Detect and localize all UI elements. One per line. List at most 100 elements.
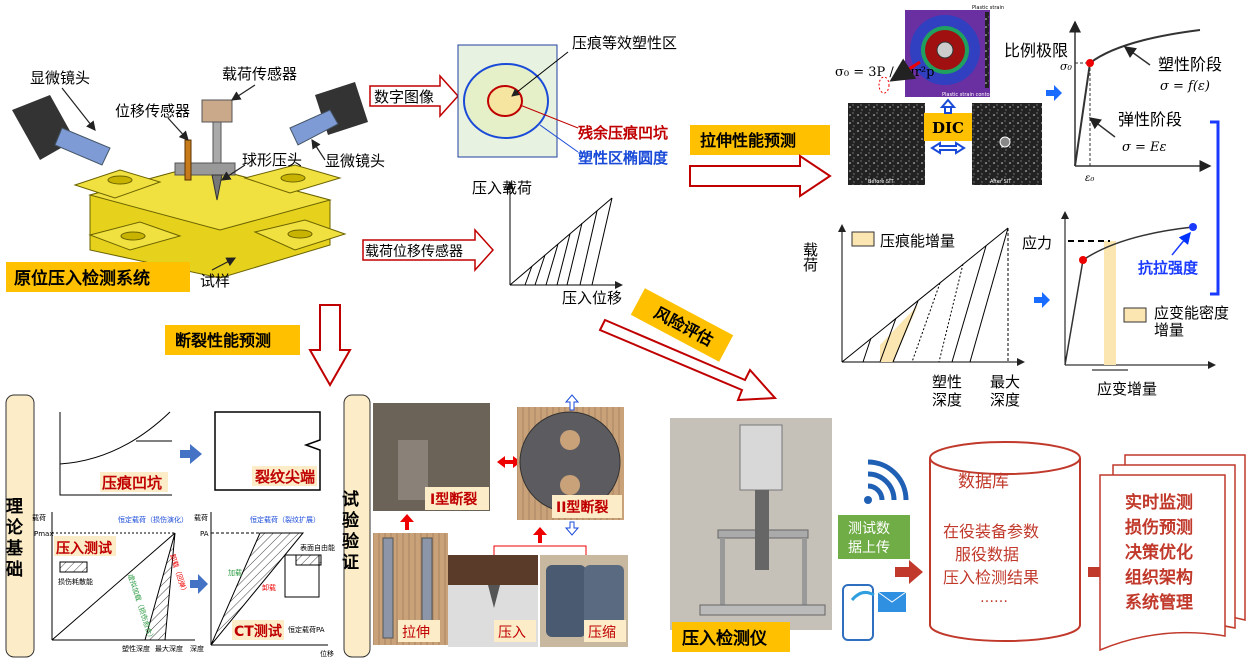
blue-arrow-icon (1046, 85, 1062, 101)
svg-text:Plastic strain contour: Plastic strain contour (942, 92, 996, 98)
svg-text:压缩: 压缩 (588, 625, 616, 641)
svg-text:PA: PA (200, 530, 209, 538)
svg-text:塑性深度: 塑性深度 (122, 644, 150, 653)
svg-text:组织架构: 组织架构 (1125, 567, 1193, 588)
svg-text:深度: 深度 (990, 391, 1020, 409)
red-arrow-icon (895, 560, 923, 584)
load-displacement-sensor-arrow: 载荷位移传感器 (362, 228, 495, 272)
svg-text:服役数据: 服役数据 (955, 545, 1019, 564)
output-documents: 实时监测 损伤预测 决策优化 组织架构 系统管理 (1099, 454, 1246, 652)
svg-text:σ = f(ε): σ = f(ε) (1160, 79, 1210, 94)
label-ball-indenter: 球形压头 (242, 151, 302, 169)
system-title: 原位压入检测系统 (14, 268, 150, 289)
svg-text:拉伸: 拉伸 (402, 625, 430, 641)
svg-text:据上传: 据上传 (848, 540, 890, 556)
ld-ylabel: 压入载荷 (472, 179, 532, 197)
svg-text:系统管理: 系统管理 (1125, 592, 1193, 613)
svg-text:损伤预测: 损伤预测 (1125, 517, 1193, 538)
svg-text:载荷位移传感器: 载荷位移传感器 (365, 243, 463, 260)
fracture-arrow (308, 304, 352, 388)
sigma0-formula: σ₀ = 3P / 2πr²p (835, 65, 934, 80)
svg-text:σ₀: σ₀ (1060, 60, 1073, 73)
svg-text:塑性: 塑性 (932, 373, 962, 391)
svg-text:表面自由能: 表面自由能 (300, 543, 335, 552)
bracket (1210, 120, 1220, 296)
svg-text:塑性阶段: 塑性阶段 (1158, 55, 1222, 74)
tensile-arrow (689, 154, 832, 198)
svg-text:压入测试: 压入测试 (56, 540, 112, 557)
validation-text: 试验验证 (338, 490, 359, 574)
svg-text:恒定载荷（损伤演化）: 恒定载荷（损伤演化） (118, 515, 188, 524)
svg-text:压入: 压入 (498, 625, 526, 641)
digital-image-arrow: 数字图像 (369, 74, 460, 118)
svg-text:数字图像: 数字图像 (374, 88, 434, 106)
svg-text:最大深度: 最大深度 (155, 644, 183, 653)
proportional-limit-label: 比例极限 (1004, 41, 1068, 60)
label-ellipticity: 塑性区椭圆度 (578, 149, 669, 167)
svg-text:Plastic strain: Plastic strain (972, 5, 1004, 11)
svg-text:Before SIT: Before SIT (868, 179, 895, 185)
load-sensor (201, 99, 233, 123)
indent-zone-panel: 压痕等效塑性区 残余压痕凹坑 塑性区椭圆度 (457, 34, 677, 167)
svg-text:载荷: 载荷 (194, 513, 208, 522)
svg-text:载荷: 载荷 (801, 242, 819, 273)
validation-label (343, 394, 371, 658)
database-cylinder: 数据库 在役装备参数 服役数据 压入检测结果 …… (929, 441, 1081, 642)
svg-text:压痕凹坑: 压痕凹坑 (102, 474, 162, 492)
svg-text:增量: 增量 (1154, 321, 1184, 339)
svg-text:在役装备参数: 在役装备参数 (943, 522, 1039, 541)
dic-label: DIC (932, 119, 964, 137)
svg-text:I型断裂: I型断裂 (430, 491, 477, 508)
label-load-sensor: 载荷传感器 (222, 65, 297, 83)
indentation-instrument-photo (670, 418, 832, 630)
theory-basis-label (5, 394, 35, 658)
svg-text:深度: 深度 (190, 644, 204, 653)
indentation-energy-chart: 载荷 压痕能增量 塑性 深度 最大 深度 (801, 224, 1025, 409)
svg-text:……: …… (980, 590, 1008, 606)
dic-panel: Plastic strain contour Plastic strain σ₀… (835, 5, 1042, 185)
theory-panels: 压痕凹坑 裂纹尖端 压入测试 损伤耗散能 载荷 Pmax 恒定载荷（损伤演化） … (32, 411, 335, 658)
label-specimen: 试样 (200, 272, 230, 290)
svg-text:应变能密度: 应变能密度 (1154, 304, 1229, 322)
database-title: 数据库 (958, 472, 1009, 492)
svg-text:卸载: 卸载 (262, 583, 276, 592)
strain-energy-chart: 应力 抗拉强度 应变能密度 增量 应变增量 (1022, 211, 1229, 398)
svg-text:抗拉强度: 抗拉强度 (1138, 259, 1199, 277)
svg-text:恒定载荷（裂纹扩展）: 恒定载荷（裂纹扩展） (250, 515, 320, 524)
wifi-icon (864, 459, 909, 504)
blue-arrow-icon (1034, 292, 1050, 308)
svg-text:裂纹尖端: 裂纹尖端 (254, 468, 315, 486)
label-microscope-right: 显微镜头 (325, 152, 385, 170)
microscope-left (12, 95, 111, 166)
label-equivalent-plastic-zone: 压痕等效塑性区 (572, 34, 677, 52)
svg-text:载荷: 载荷 (32, 513, 46, 522)
theory-basis-text: 理论基础 (2, 497, 24, 581)
svg-text:Pmax: Pmax (34, 530, 53, 538)
instrument-title: 压入检测仪 (682, 628, 768, 649)
svg-text:应力: 应力 (1022, 234, 1052, 252)
svg-text:深度: 深度 (932, 391, 962, 409)
label-microscope-left: 显微镜头 (30, 69, 90, 87)
svg-text:σ = Eε: σ = Eε (1122, 140, 1167, 155)
risk-assessment-label: 风险评估 (630, 288, 734, 362)
validation-photos: I型断裂 II型断裂 拉伸 压入 压缩 (373, 394, 628, 647)
indentation-system-illustration: 显微镜头 载荷传感器 位移传感器 球形压头 显微镜头 试样 (12, 65, 385, 290)
svg-text:CT测试: CT测试 (234, 623, 282, 640)
ld-xlabel: 压入位移 (562, 289, 622, 307)
svg-text:最大: 最大 (990, 373, 1020, 391)
load-displacement-chart: 压入载荷 压入位移 (472, 179, 623, 307)
svg-text:压痕能增量: 压痕能增量 (880, 232, 955, 250)
label-displacement-sensor: 位移传感器 (115, 102, 190, 120)
svg-text:决策优化: 决策优化 (1125, 542, 1193, 563)
microscope-right (289, 82, 368, 146)
svg-text:虚拟加载（损伤愈合）: 虚拟加载（损伤愈合） (126, 573, 156, 642)
svg-text:After SIT: After SIT (990, 179, 1012, 185)
displacement-sensor (184, 139, 192, 181)
svg-text:位移: 位移 (320, 649, 334, 658)
svg-text:恒定载荷PA: 恒定载荷PA (288, 625, 325, 634)
upload-label: 测试数 (848, 521, 890, 537)
svg-text:ε₀: ε₀ (1085, 173, 1094, 184)
svg-text:弹性阶段: 弹性阶段 (1118, 110, 1182, 129)
label-residual-pit: 残余压痕凹坑 (578, 124, 668, 142)
